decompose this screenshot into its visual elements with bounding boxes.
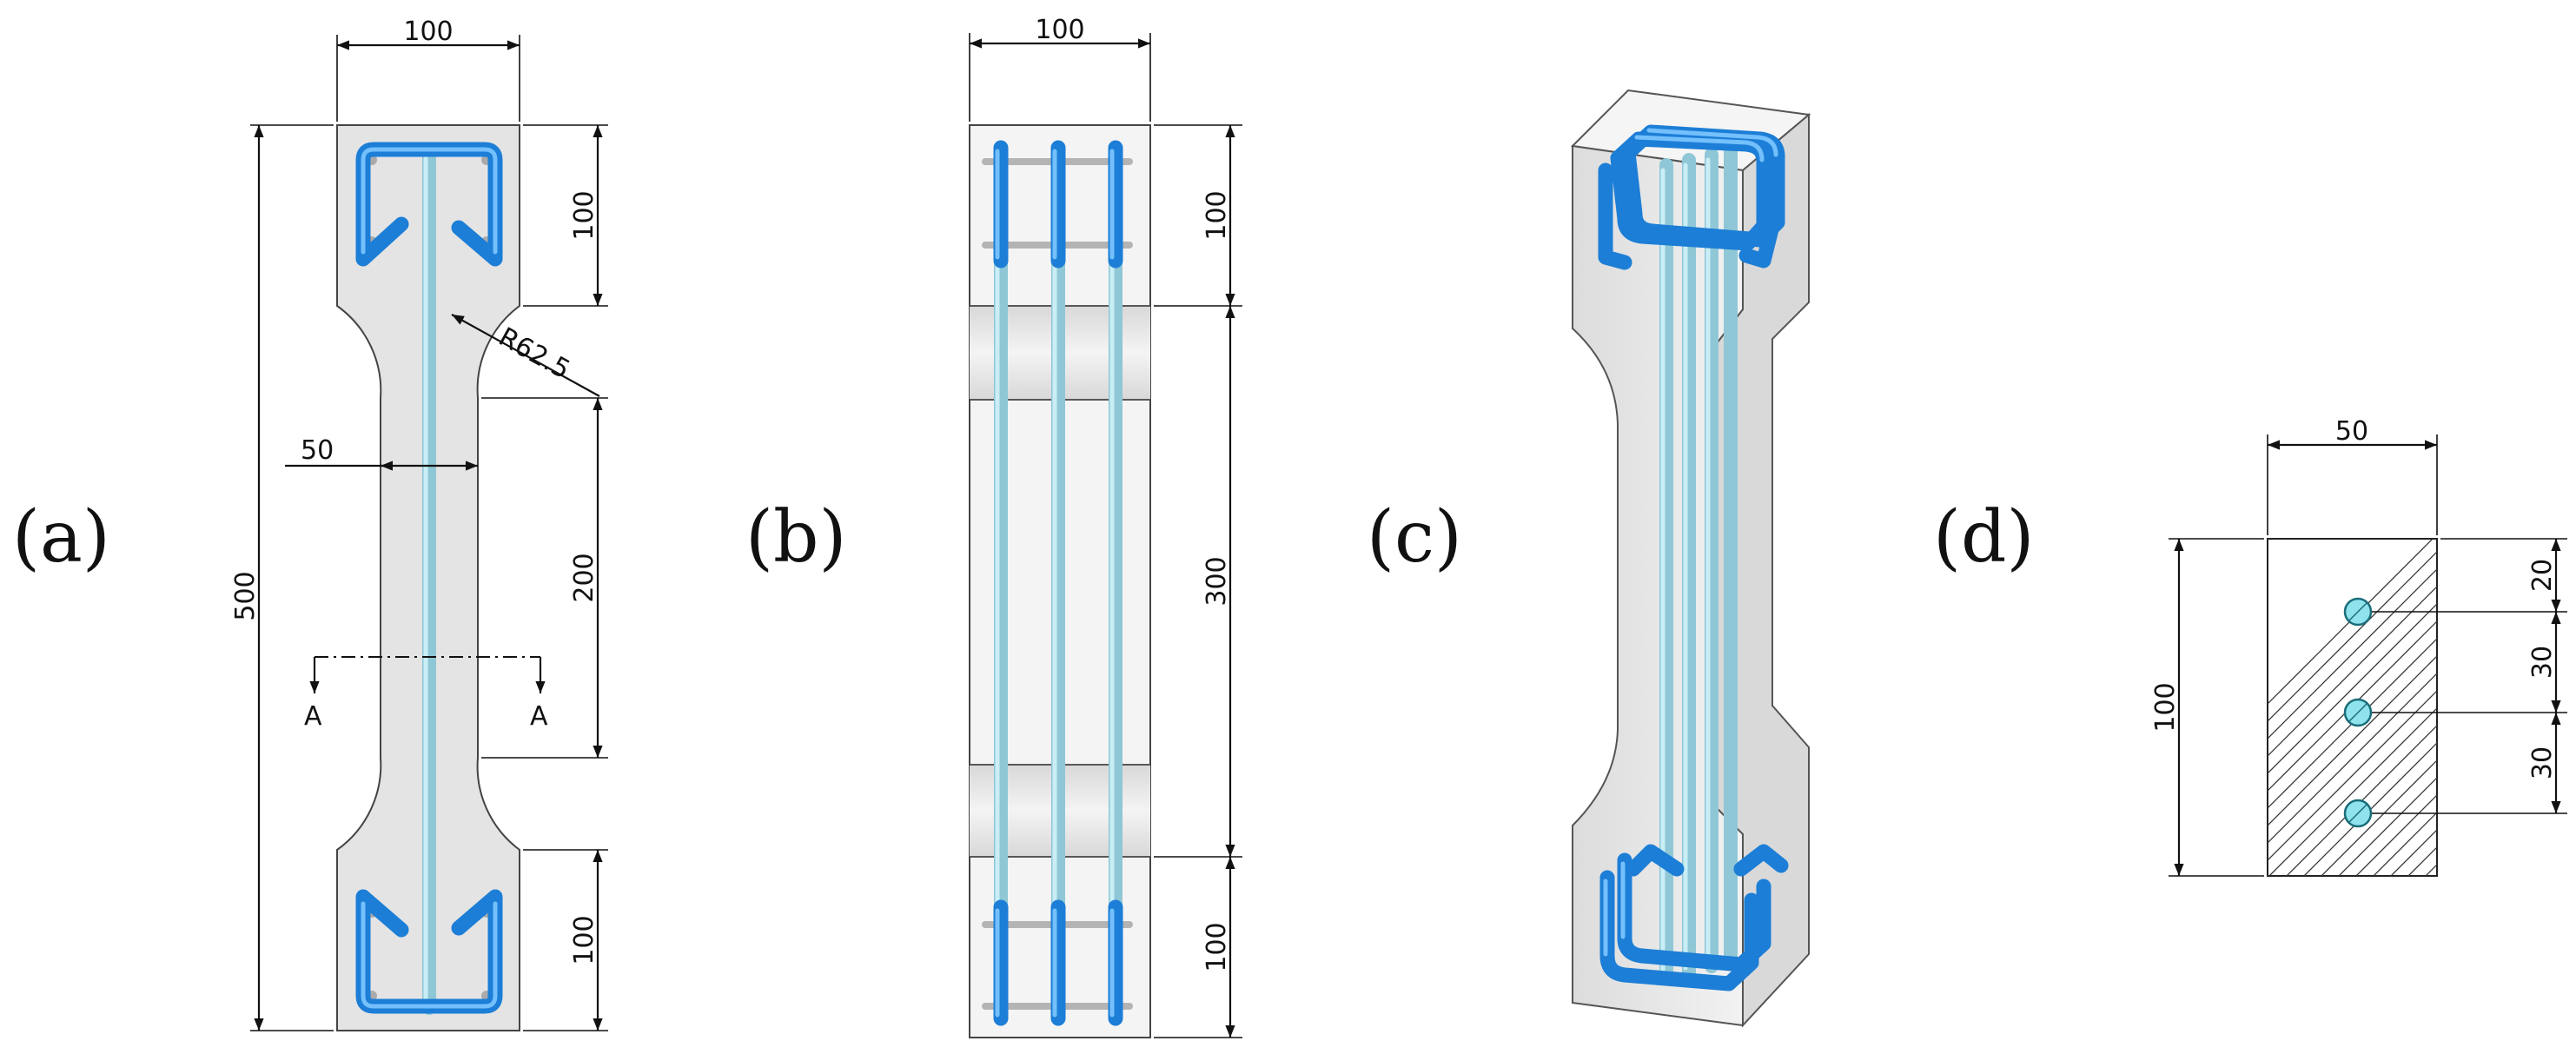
panel-d-drawing: 50 100 20 30 30 <box>2150 416 2567 877</box>
panel-c-drawing <box>1570 89 1811 1028</box>
dim-segment-middle-b: 300 <box>1202 556 1232 606</box>
dim-total-height-a: 500 <box>230 571 261 620</box>
stirrup-cage-bottom-c <box>1599 844 1789 991</box>
dim-gauge-length-a: 200 <box>569 553 599 602</box>
dim-segment-top-b: 100 <box>1202 190 1232 240</box>
section-mark-left-a: A <box>304 701 322 732</box>
section-bars-d <box>2343 597 2373 828</box>
section-mark-right-a: A <box>530 701 548 732</box>
dim-top-width-a: 100 <box>403 17 453 47</box>
dim-bar-spacing-2-d: 30 <box>2527 746 2558 779</box>
dim-fillet-radius-a: R62.5 <box>493 322 575 385</box>
panel-label-d: (d) <box>1933 496 2034 579</box>
dim-neck-width-a: 50 <box>301 435 334 466</box>
dim-cover-top-d: 20 <box>2527 559 2558 592</box>
dim-section-height-d: 100 <box>2150 682 2181 732</box>
front-face-c <box>1572 144 1744 1027</box>
dim-grip-top-a: 100 <box>569 190 599 240</box>
panel-b-drawing: 100 100 300 100 <box>969 15 1242 1038</box>
panel-a-drawing: 100 500 100 200 100 R62.5 50 A A <box>230 17 608 1031</box>
stirrup-cage-top-c <box>1598 124 1785 270</box>
dim-section-width-d: 50 <box>2335 416 2368 447</box>
dim-top-width-b: 100 <box>1035 15 1084 45</box>
dim-bar-spacing-1-d: 30 <box>2527 646 2558 679</box>
longitudinal-bars-b <box>994 167 1122 998</box>
panel-label-b: (b) <box>745 496 846 579</box>
panel-label-a: (a) <box>12 496 110 579</box>
stirrup-ends-b <box>993 140 1123 1026</box>
dim-grip-bottom-a: 100 <box>569 915 599 965</box>
dim-segment-bottom-b: 100 <box>1202 922 1232 971</box>
longitudinal-bars-c <box>1659 143 1738 985</box>
panel-label-c: (c) <box>1367 496 1462 579</box>
